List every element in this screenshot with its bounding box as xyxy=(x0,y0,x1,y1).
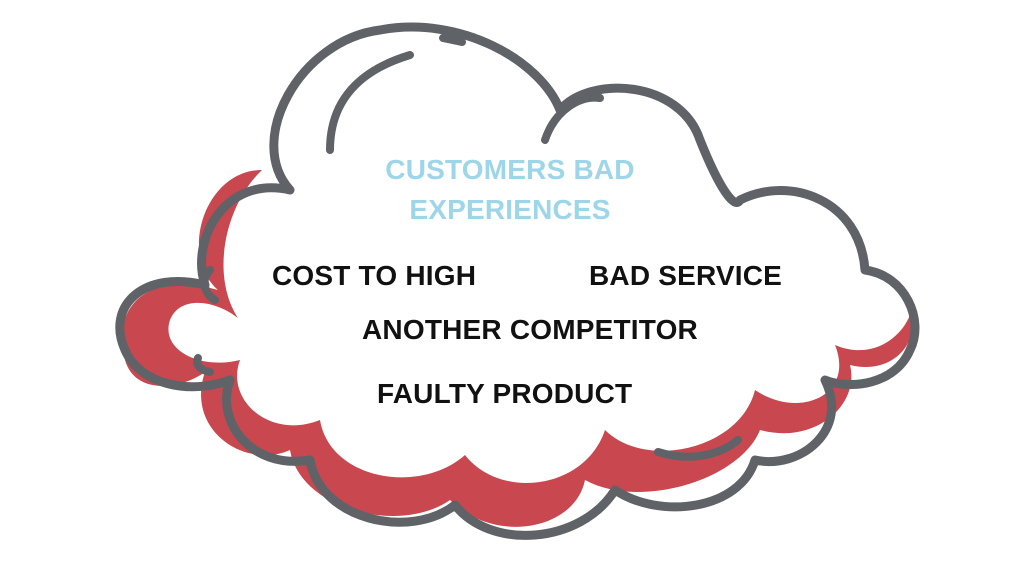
title-line-2: EXPERIENCES xyxy=(409,194,611,225)
cloud-shadow xyxy=(121,170,912,527)
cloud-highlight-arc xyxy=(326,51,414,154)
cloud-inner-curl-right xyxy=(541,93,604,144)
cloud-inner-curl-left xyxy=(200,266,219,304)
cloud-outline xyxy=(115,22,920,540)
item-cost-to-high: COST TO HIGH xyxy=(272,260,477,291)
item-another-competitor: ANOTHER COMPETITOR xyxy=(362,314,698,345)
item-bad-service: BAD SERVICE xyxy=(589,260,783,291)
diagram-title: CUSTOMERS BAD EXPERIENCES xyxy=(372,150,648,230)
cloud-inner-curl-bottom-left xyxy=(193,354,214,376)
cloud-highlight-dash xyxy=(439,34,466,46)
item-faulty-product: FAULTY PRODUCT xyxy=(377,378,633,409)
cloud-inner-curl-bottom xyxy=(654,436,742,461)
title-line-1: CUSTOMERS BAD xyxy=(385,154,635,185)
